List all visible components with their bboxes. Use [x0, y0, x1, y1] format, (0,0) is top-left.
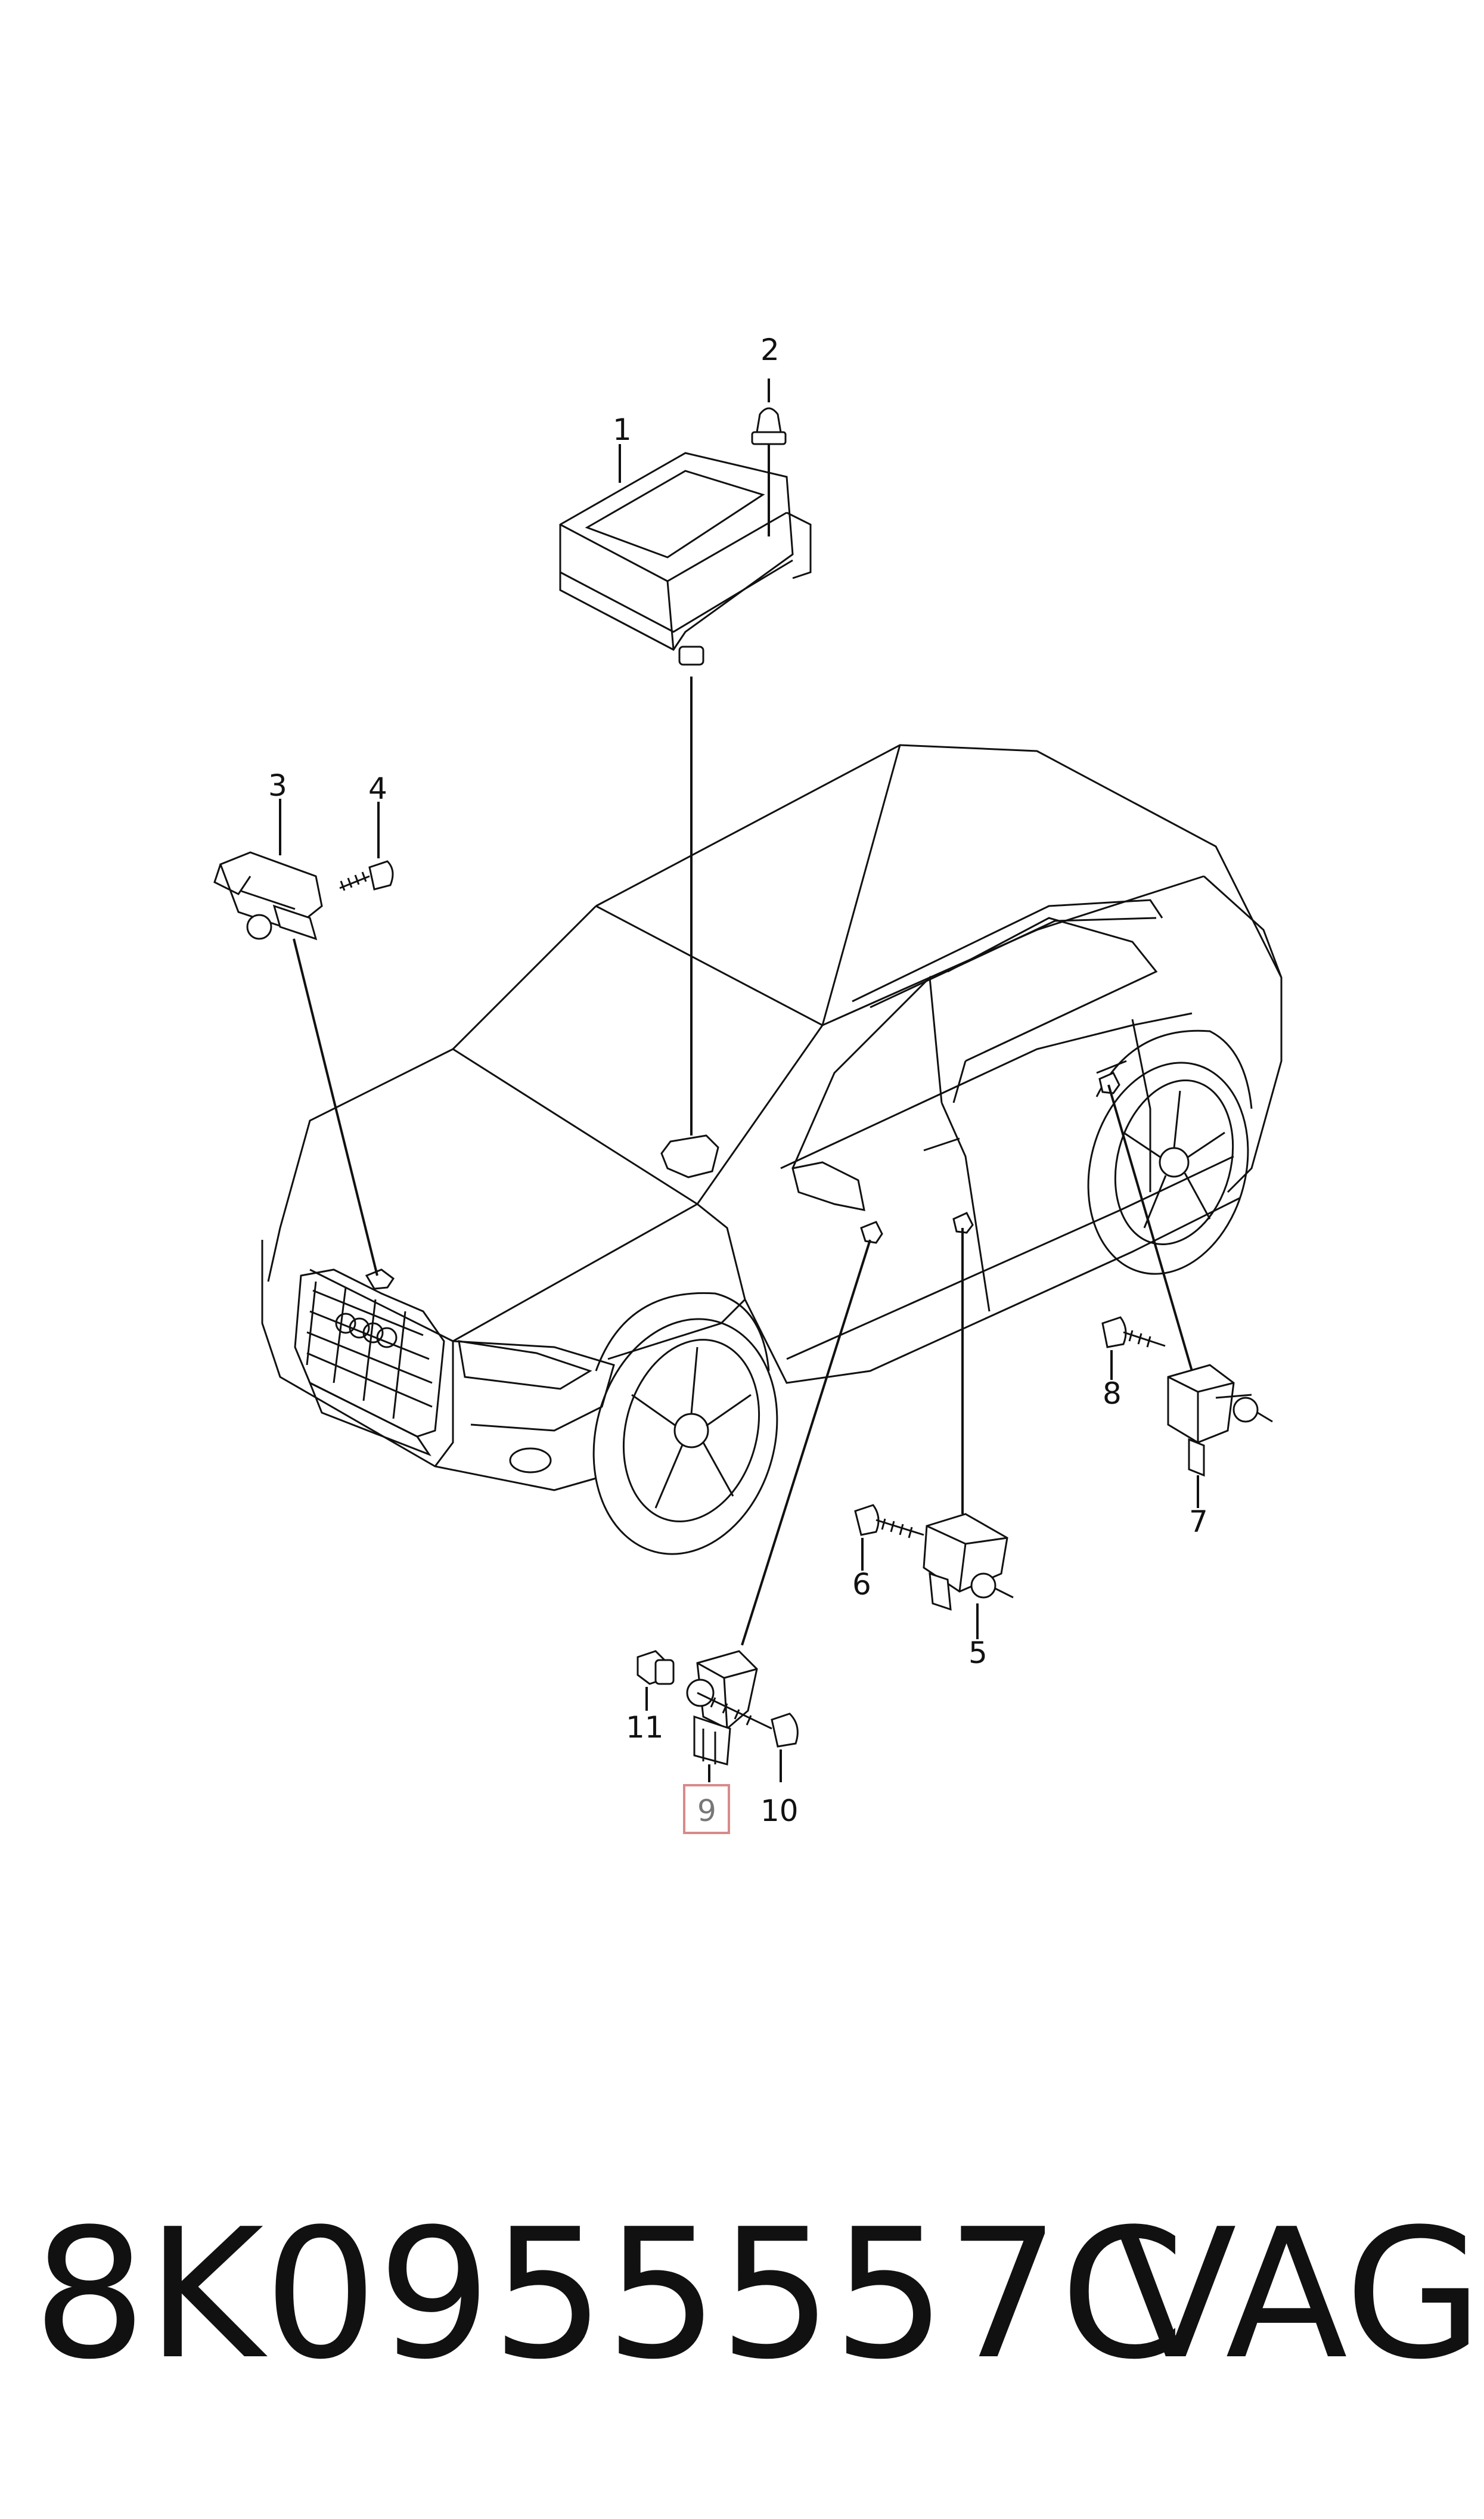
rear-crash-sensor-icon: [1167, 1364, 1273, 1477]
mount-marker-center-sensor-icon: [952, 1212, 974, 1234]
callout-9-highlight-box: [683, 1784, 730, 1834]
bolt-icon-part-6: [854, 1504, 924, 1571]
mount-marker-left-side-sensor-icon: [860, 1221, 883, 1244]
mount-marker-front-sensor-icon: [365, 1268, 395, 1290]
bolt-icon-part-8: [1101, 1316, 1166, 1380]
callout-2: 2: [760, 333, 780, 367]
nut-icon-part-11: [637, 1650, 675, 1711]
callout-5: 5: [968, 1636, 988, 1670]
mount-marker-rear-sensor-icon: [1098, 1072, 1120, 1094]
callout-6: 6: [852, 1567, 871, 1602]
grille-icon: [294, 1268, 445, 1438]
brand-label: VAG: [1114, 2191, 1483, 2399]
callout-1: 1: [613, 412, 632, 447]
nut-icon: [751, 379, 787, 536]
front-crash-sensor-icon: [213, 851, 323, 941]
callout-11: 11: [626, 1710, 664, 1745]
front-wheel-icon: [592, 1292, 778, 1555]
part-number: 8K0955557C: [33, 2191, 1185, 2399]
mount-marker-control-unit-icon: [660, 1134, 719, 1178]
callout-3: 3: [268, 768, 287, 803]
bolt-icon-part-10: [697, 1692, 799, 1782]
side-crash-sensor-icon: [923, 1513, 1014, 1611]
callout-7: 7: [1189, 1504, 1208, 1539]
airbag-control-unit-icon: [559, 452, 812, 666]
bolt-icon-part-4: [339, 802, 394, 891]
callout-9: 9: [697, 1794, 716, 1828]
crash-sensor-part-9-icon: [686, 1650, 758, 1766]
callout-8: 8: [1103, 1376, 1122, 1411]
callout-10: 10: [760, 1794, 799, 1828]
car-illustration: [261, 744, 1283, 1555]
rear-wheel-icon: [1087, 1029, 1253, 1275]
callout-4: 4: [368, 771, 387, 806]
